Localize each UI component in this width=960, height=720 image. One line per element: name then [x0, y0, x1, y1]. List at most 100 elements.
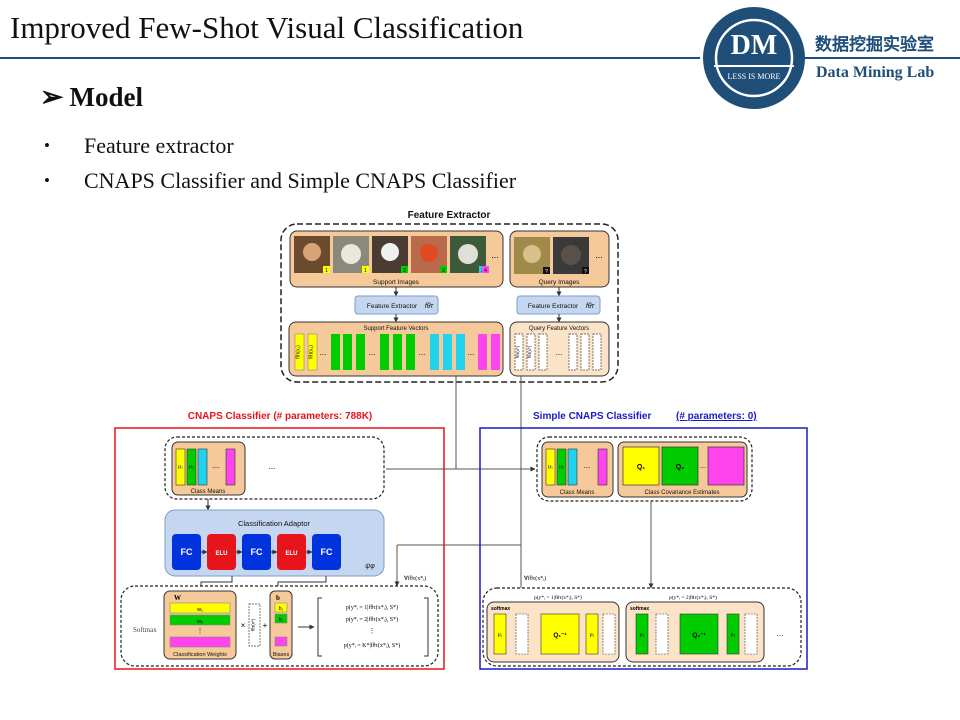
ellipsis: ... — [491, 250, 499, 260]
weight-row — [169, 602, 231, 614]
probability-line: p(y*ᵢ = 1|fθτ(x*ᵢ), S*) — [346, 604, 398, 611]
bullet-text: Feature extractor — [84, 132, 234, 158]
bullet-dot-icon: • — [44, 170, 50, 190]
support-image-strip — [294, 236, 486, 273]
unknown-badge-label: ? — [584, 269, 587, 275]
elu-label: ELU — [286, 551, 298, 557]
query-vector — [602, 613, 616, 655]
mean-bar — [635, 613, 649, 655]
ellipsis: ... — [213, 461, 220, 470]
class-badge-label: 2 — [403, 268, 406, 274]
mean-symbol: μ₂ — [559, 464, 564, 470]
weight-symbol: w₂ — [196, 619, 203, 625]
biases-panel — [269, 590, 293, 660]
mean-bar — [225, 448, 236, 486]
inverse-covariance-symbol: Q₂⁻¹ — [692, 632, 706, 639]
softmax-label: softmax — [630, 606, 649, 612]
class-badge — [401, 266, 408, 273]
vector-glyph: fθτ(x₂) — [309, 345, 315, 359]
classification-weights-label: Classification Weights — [173, 652, 227, 658]
ellipsis: ... — [556, 348, 563, 357]
class-badge-label: 2 — [442, 268, 445, 274]
bias-cell — [274, 636, 288, 647]
inverse-covariance-symbol: Q₁⁻¹ — [553, 632, 566, 639]
title-underline-right — [790, 57, 960, 59]
covariance-matrix — [622, 446, 660, 486]
bias-symbol: b₂ — [279, 617, 284, 623]
class-badge-label: 4 — [484, 268, 487, 274]
vector-glyph: fθτ(x₁) — [296, 345, 302, 359]
logo-motto: LESS IS MORE — [728, 72, 781, 81]
fc-label: FC — [251, 547, 263, 557]
fc-layer — [312, 534, 341, 570]
covariance-symbol: Q₂ — [676, 464, 685, 471]
fc-label: FC — [181, 547, 193, 557]
mean-bar — [597, 448, 608, 486]
softmax-label: softmax — [491, 606, 510, 612]
cnaps-frame — [114, 427, 445, 670]
adaptor-symbol: ψφ — [365, 563, 375, 570]
query-vector — [248, 603, 261, 647]
elu-layer — [207, 534, 236, 570]
bias-symbol: b₁ — [279, 606, 284, 612]
ellipsis: ... — [369, 348, 376, 357]
bullet-list: •Feature extractor • CNAPS Classifier and… — [44, 128, 516, 198]
class-means-label: Class Means — [191, 489, 226, 495]
ellipsis: ... — [320, 348, 327, 357]
unknown-badge — [543, 267, 550, 274]
mean-bar — [567, 448, 578, 486]
vector-glyph: fθτ(x*) — [515, 345, 520, 358]
mean-symbol: μ₁ — [590, 632, 595, 638]
right-bracket — [424, 597, 429, 657]
simple-cnaps-title: Simple CNAPS Classifier — [533, 411, 651, 422]
cnaps-title: CNAPS Classifier (# parameters: 788K) — [188, 411, 373, 422]
probability-line: p(y*ᵢ = 2|fθτ(x*ᵢ), S*) — [669, 594, 717, 601]
lab-name-chinese: 数据挖掘实验室 — [815, 35, 934, 55]
simple-cnaps-frame — [479, 427, 808, 670]
weight-row — [169, 614, 231, 626]
bullet-text: CNAPS Classifier and Simple CNAPS Classi… — [84, 167, 517, 193]
inverse-covariance-matrix — [679, 613, 719, 655]
query-feature-vectors-label: Query Feature Vectors — [529, 326, 589, 332]
ellipsis: ... — [700, 463, 706, 470]
mean-symbol: μ₁ — [548, 464, 553, 470]
ellipsis: ... — [584, 461, 591, 470]
feature-extractor-label: Feature Extractor — [367, 303, 418, 310]
times-symbol: × — [241, 621, 246, 630]
mean-bar — [175, 448, 186, 486]
mean-symbol: μ₁ — [498, 632, 503, 638]
vector-glyph: fθτ(x*) — [251, 618, 256, 631]
plus-symbol: + — [263, 621, 268, 630]
bullet-item: •Feature extractor — [44, 128, 516, 163]
ellipsis: ... — [595, 250, 603, 260]
probability-line: p(y*ᵢ = K*|fθτ(x*ᵢ), S*) — [344, 642, 401, 649]
mean-bar — [545, 448, 556, 486]
probability-line: p(y*ᵢ = 2|fθτ(x*ᵢ), S*) — [346, 616, 398, 623]
biases-label: Biases — [273, 652, 290, 658]
vertical-ellipsis: ⋮ — [197, 628, 204, 635]
class-badge — [440, 266, 447, 273]
ellipsis: ... — [777, 629, 784, 638]
mean-symbol: μ₂ — [640, 632, 645, 638]
query-images-label: Query Images — [539, 279, 581, 286]
class-badge — [323, 266, 330, 273]
query-vector — [744, 613, 758, 655]
section-heading: ➢ Model — [40, 80, 143, 114]
mean-symbol: μ₂ — [189, 464, 194, 470]
mean-bar — [585, 613, 599, 655]
elu-layer — [277, 534, 306, 570]
probability-line: p(y*ᵢ = 1|fθτ(x*ᵢ), S*) — [534, 594, 582, 601]
feature-extractor-symbol: fθτ — [586, 303, 595, 310]
query-input-label: ∀fθτ(x*ᵢ) — [404, 575, 426, 582]
mean-bar — [556, 448, 567, 486]
dm-logo: DM LESS IS MORE — [702, 6, 806, 110]
arrow-bullet-icon: ➢ — [40, 82, 64, 113]
vector-glyph: fθτ(x*) — [527, 345, 532, 358]
logo-initials: DM — [731, 30, 778, 61]
biases-symbol: b — [276, 594, 280, 602]
ellipsis: ... — [468, 348, 475, 357]
feature-extractor-symbol: fθτ — [425, 303, 434, 310]
support-feature-vector-bars — [294, 333, 500, 371]
weight-symbol: w₁ — [196, 607, 203, 613]
